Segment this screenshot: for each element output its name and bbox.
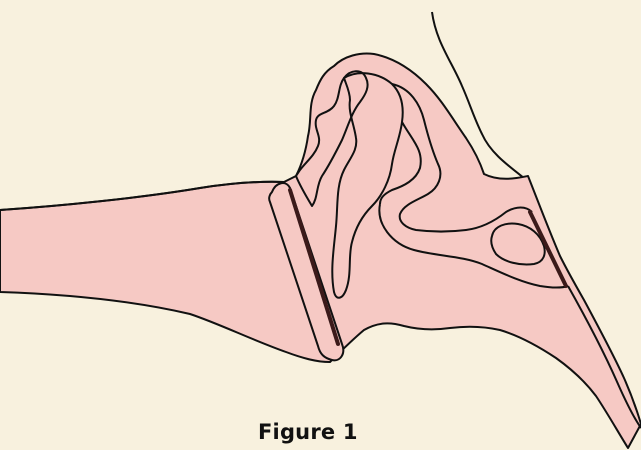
figure-caption: Figure 1	[258, 420, 358, 444]
